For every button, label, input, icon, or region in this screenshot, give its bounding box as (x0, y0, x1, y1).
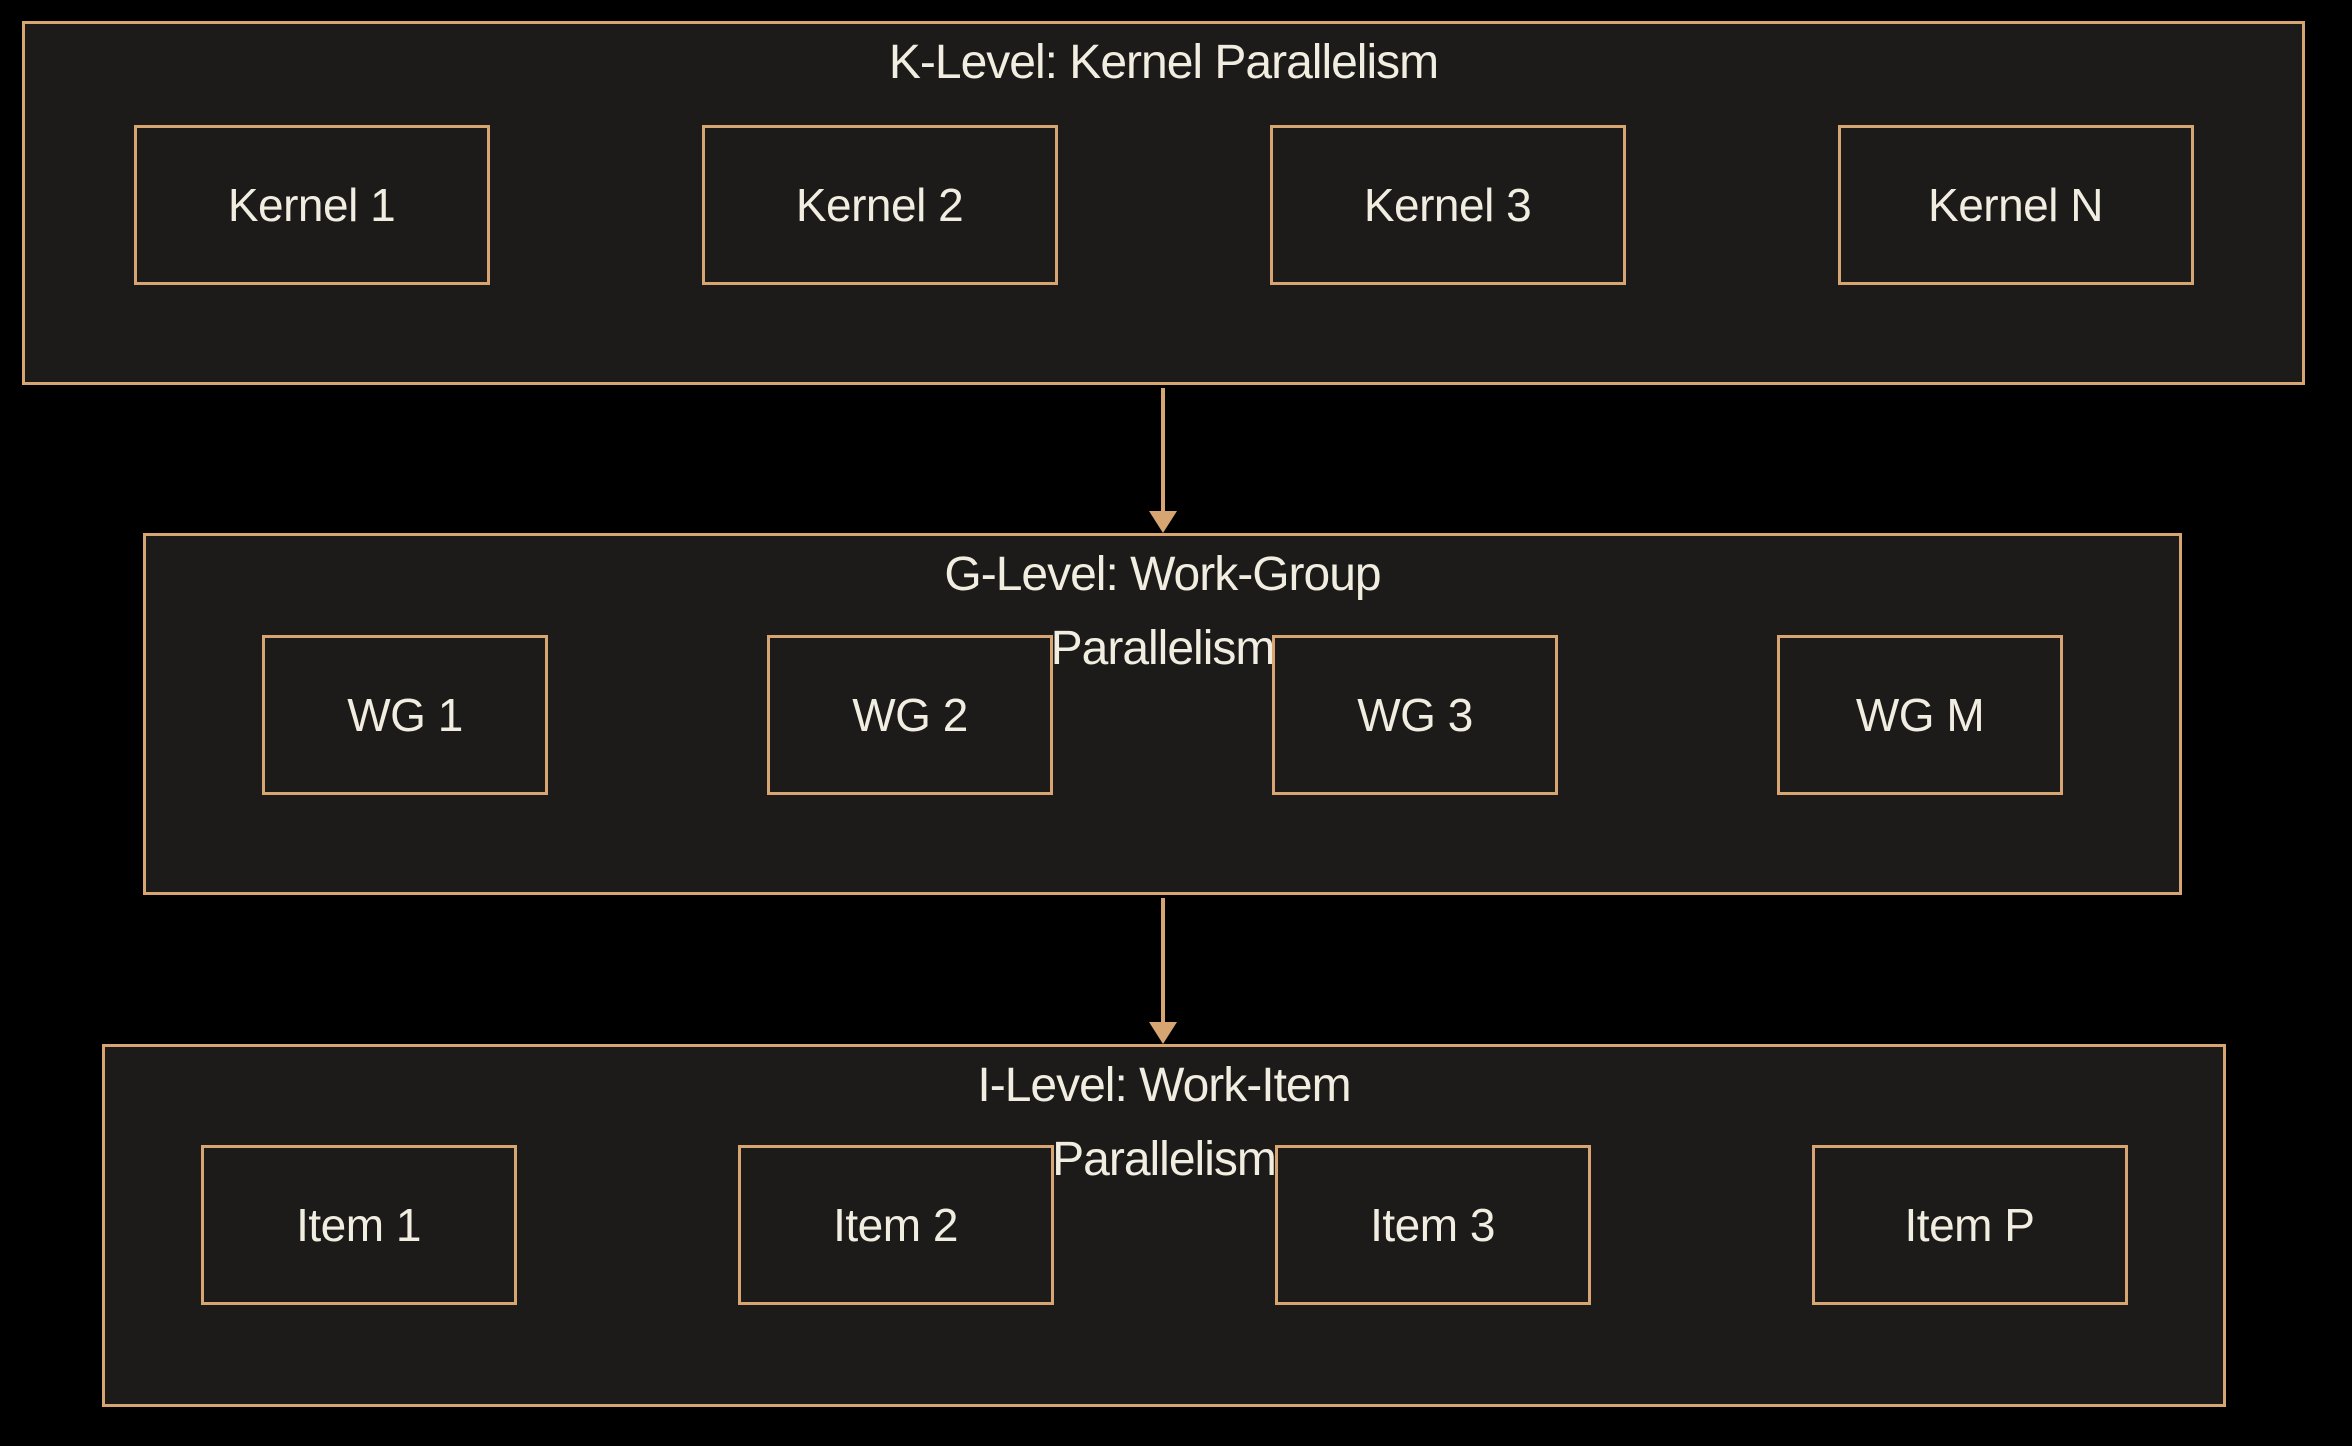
node-wg-1: WG 1 (262, 635, 548, 795)
node-item-3: Item 3 (1274, 1145, 1591, 1305)
node-kernel-3: Kernel 3 (1269, 125, 1626, 285)
arrow-g-to-i-shaft (1161, 898, 1165, 1025)
node-item-p: Item P (1811, 1145, 2128, 1305)
k-level-title-line-1: K-Level: Kernel Parallelism (888, 36, 1439, 89)
k-level-title: K-Level: Kernel Parallelism (25, 26, 2302, 100)
node-item-2: Item 2 (737, 1145, 1054, 1305)
node-wg-3: WG 3 (1272, 635, 1558, 795)
g-level-node-row: WG 1 WG 2 WG 3 WG M (146, 635, 2179, 795)
i-level-title: I-Level: Work-Item Parallelism (105, 1049, 2223, 1197)
k-level-node-row: Kernel 1 Kernel 2 Kernel 3 Kernel N (25, 125, 2302, 285)
k-level-panel: K-Level: Kernel Parallelism Kernel 1 Ker… (22, 21, 2305, 385)
arrow-k-to-g (1148, 388, 1178, 533)
i-level-node-row: Item 1 Item 2 Item 3 Item P (105, 1145, 2223, 1305)
g-level-title-line-2: Parallelism (1050, 622, 1276, 675)
i-level-panel: I-Level: Work-Item Parallelism Item 1 It… (102, 1044, 2226, 1407)
node-wg-2: WG 2 (767, 635, 1053, 795)
node-item-1: Item 1 (200, 1145, 517, 1305)
arrow-down-icon (1149, 511, 1177, 533)
g-level-title-line-1: G-Level: Work-Group (944, 548, 1381, 601)
node-kernel-1: Kernel 1 (133, 125, 490, 285)
i-level-title-line-1: I-Level: Work-Item (977, 1059, 1351, 1112)
g-level-panel: G-Level: Work-Group Parallelism WG 1 WG … (143, 533, 2182, 895)
node-kernel-2: Kernel 2 (701, 125, 1058, 285)
arrow-down-icon (1149, 1022, 1177, 1044)
i-level-title-line-2: Parallelism (1052, 1133, 1277, 1186)
arrow-g-to-i (1148, 898, 1178, 1044)
arrow-k-to-g-shaft (1161, 388, 1165, 514)
g-level-title: G-Level: Work-Group Parallelism (146, 538, 2179, 686)
node-kernel-n: Kernel N (1837, 125, 2194, 285)
node-wg-m: WG M (1777, 635, 2063, 795)
